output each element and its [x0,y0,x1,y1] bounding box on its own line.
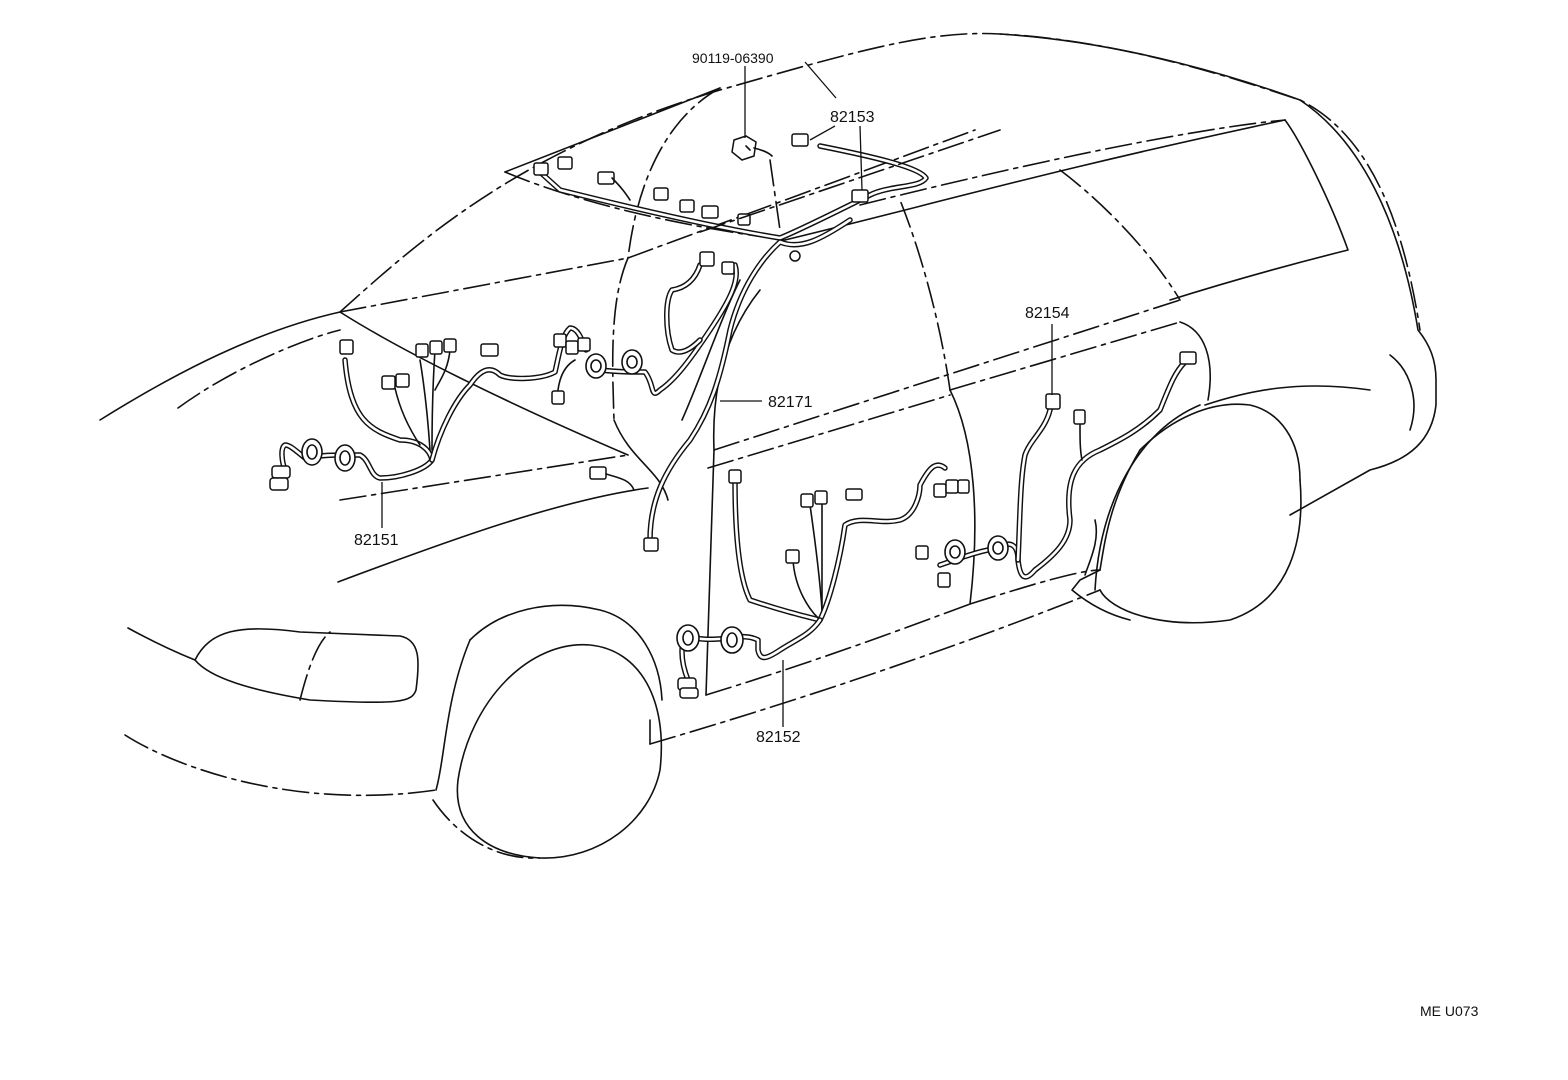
connector [945,479,959,494]
connector [1179,351,1197,365]
connector [791,133,809,147]
connector [597,171,615,185]
connector [937,572,951,588]
connector [699,251,715,267]
label-bolt: 90119-06390 [692,50,774,66]
connector [271,465,291,479]
car-body-outline [99,32,1437,859]
connector [643,537,659,552]
drawing-code: ME U073 [1420,1003,1479,1019]
connector [679,687,699,699]
label-front-door-harness: 82151 [354,532,399,549]
connector [915,545,929,560]
connector [589,466,607,480]
clip [789,250,801,262]
connector [533,162,549,176]
connector [800,493,814,508]
front-door-harness-82151 [269,325,591,491]
connector [339,339,354,355]
connector [1045,393,1061,410]
connector [957,479,970,494]
connector [933,483,947,498]
rear-side-door-harness-82152 [676,462,970,699]
connector [557,156,573,170]
connector [269,477,289,491]
connector [785,549,800,564]
bolt-90119-06390 [731,135,781,231]
connector [553,333,567,348]
pillar-harness-82171 [643,217,853,552]
leader-lines [381,61,1053,727]
connector [679,199,695,213]
connector [381,375,396,390]
connector [653,187,669,201]
connector [395,373,410,388]
connector [728,469,742,484]
connector [415,343,429,358]
label-rear-door-harness: 82154 [1025,305,1070,322]
connector [814,490,828,505]
connector [429,340,443,355]
connector [577,337,591,352]
label-rear-side-door-harness: 82152 [756,729,801,746]
label-roof-harness: 82153 [830,109,875,126]
connector [480,343,499,357]
connector [851,189,869,203]
part-labels: 90119-06390 82153 82154 82171 82151 8215… [354,50,1479,1019]
connector [443,338,457,353]
door-harness-inner [585,251,739,491]
connector [845,488,863,501]
label-pillar-harness: 82171 [768,394,813,411]
roof-harness-82153 [533,129,1001,241]
rear-door-harness-82154 [937,351,1197,588]
connector [701,205,719,219]
connector [551,390,565,405]
connector [721,261,735,275]
connector [1073,409,1086,425]
connector [565,340,579,355]
